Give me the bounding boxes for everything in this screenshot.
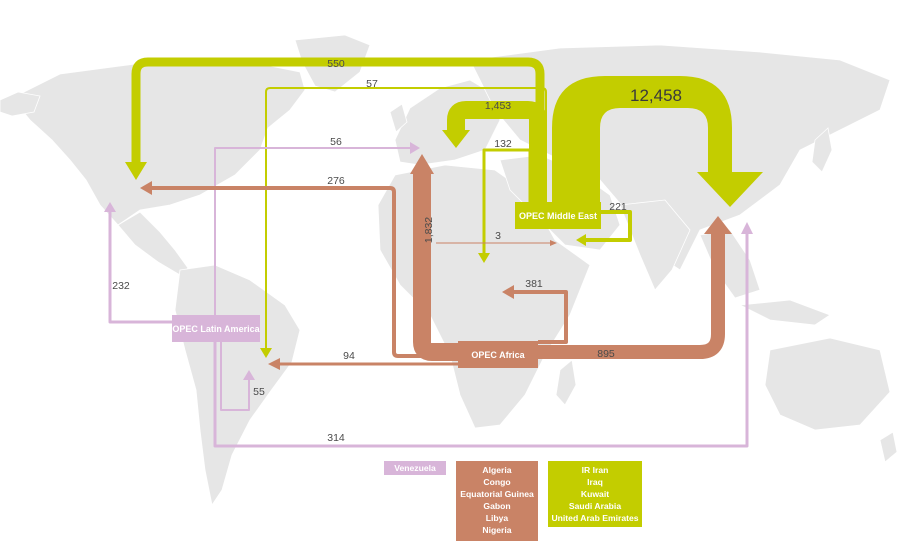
region-latin-america-label: OPEC Latin America [172, 324, 260, 334]
region-boxes: OPEC Latin America OPEC Middle East OPEC… [172, 202, 601, 368]
flow-labels: 12,458 1,453 550 57 132 221 1,832 276 89… [112, 58, 682, 444]
arrowhead-af-to-latin-america [268, 358, 280, 370]
flow-me-intra [584, 210, 632, 242]
value-la-to-europe: 56 [330, 136, 342, 148]
region-africa-label: OPEC Africa [471, 350, 525, 360]
legend: Venezuela Algeria Congo Equatorial Guine… [384, 461, 642, 541]
legend-africa-item: Congo [483, 477, 510, 487]
legend-middle-east-item: Saudi Arabia [569, 501, 621, 511]
map-north-america [11, 59, 306, 226]
map-japan [811, 127, 833, 173]
arrowhead-la-intra [243, 370, 255, 380]
flow-me-to-asia [552, 76, 763, 207]
value-me-intra: 221 [609, 201, 627, 213]
map-madagascar [555, 359, 577, 406]
flow-af-to-europe [413, 172, 458, 361]
region-middle-east: OPEC Middle East [515, 202, 601, 229]
legend-africa-item: Gabon [483, 501, 510, 511]
value-me-to-north-america: 550 [327, 58, 345, 70]
flow-af-to-asia [538, 232, 725, 359]
map-se-asia [699, 229, 761, 299]
arrowhead-me-to-europe [442, 130, 470, 148]
value-me-to-asia: 12,458 [630, 86, 682, 105]
flow-la-to-north-america [108, 210, 172, 324]
arrowhead-la-to-north-america [104, 202, 116, 212]
value-af-to-latin-america: 94 [343, 350, 355, 362]
legend-africa-item: Nigeria [482, 525, 511, 535]
arrowhead-af-to-middle-east [550, 240, 557, 246]
region-africa: OPEC Africa [458, 341, 538, 368]
thin-flows [104, 87, 753, 448]
value-af-intra: 381 [525, 278, 543, 290]
legend-latin-america: Venezuela [384, 461, 446, 475]
value-me-to-europe: 1,453 [485, 100, 511, 112]
arrowhead-af-to-europe [410, 154, 434, 174]
flow-me-to-latin-america [265, 87, 547, 350]
value-la-to-asia: 314 [327, 432, 345, 444]
legend-africa: Algeria Congo Equatorial Guinea Gabon Li… [456, 461, 538, 541]
map-india [619, 199, 691, 291]
flow-me-to-north-america [131, 57, 545, 202]
region-latin-america: OPEC Latin America [172, 315, 261, 342]
legend-middle-east-item: Kuwait [581, 489, 609, 499]
legend-middle-east-item: United Arab Emirates [551, 513, 638, 523]
legend-africa-item: Equatorial Guinea [460, 489, 534, 499]
flow-af-intra [512, 290, 568, 344]
arrowhead-la-to-asia [741, 222, 753, 234]
thick-flows [125, 57, 763, 361]
arrowhead-af-intra [502, 285, 514, 299]
value-af-to-middle-east: 3 [495, 230, 501, 242]
arrowhead-me-to-north-america [125, 162, 147, 180]
legend-africa-item: Algeria [482, 465, 511, 475]
map-australia [764, 337, 891, 431]
map-indonesia [738, 299, 831, 326]
arrowhead-la-to-europe [410, 142, 420, 154]
map-uk [389, 103, 408, 133]
arrowhead-me-intra [576, 234, 586, 246]
flow-la-intra [220, 342, 250, 411]
arrowhead-me-to-africa [478, 253, 490, 263]
arrowhead-af-to-asia [704, 216, 732, 234]
value-af-to-europe: 1,832 [423, 217, 435, 243]
legend-middle-east-item: IR Iran [582, 465, 609, 475]
legend-middle-east: IR Iran Iraq Kuwait Saudi Arabia United … [548, 461, 642, 527]
flow-me-to-europe [447, 101, 547, 202]
legend-middle-east-item: Iraq [587, 477, 603, 487]
value-la-to-north-america: 232 [112, 280, 130, 292]
region-middle-east-label: OPEC Middle East [519, 211, 597, 221]
map-alaska [0, 91, 41, 117]
value-me-to-latin-america: 57 [366, 78, 378, 90]
value-af-to-north-america: 276 [327, 175, 345, 187]
arrowhead-af-to-north-america [140, 181, 152, 195]
flow-la-to-europe [214, 147, 412, 318]
value-la-intra: 55 [253, 386, 265, 398]
map-central-america [117, 211, 189, 276]
value-me-to-africa: 132 [494, 138, 512, 150]
legend-africa-item: Libya [486, 513, 509, 523]
flow-af-to-north-america [150, 186, 458, 358]
arrowhead-me-to-latin-america [260, 348, 272, 358]
value-af-to-asia: 895 [597, 348, 615, 360]
map-new-zealand [879, 431, 898, 463]
map-south-america [174, 264, 301, 507]
flow-la-to-asia [213, 232, 749, 448]
legend-latin-america-item: Venezuela [394, 463, 436, 473]
